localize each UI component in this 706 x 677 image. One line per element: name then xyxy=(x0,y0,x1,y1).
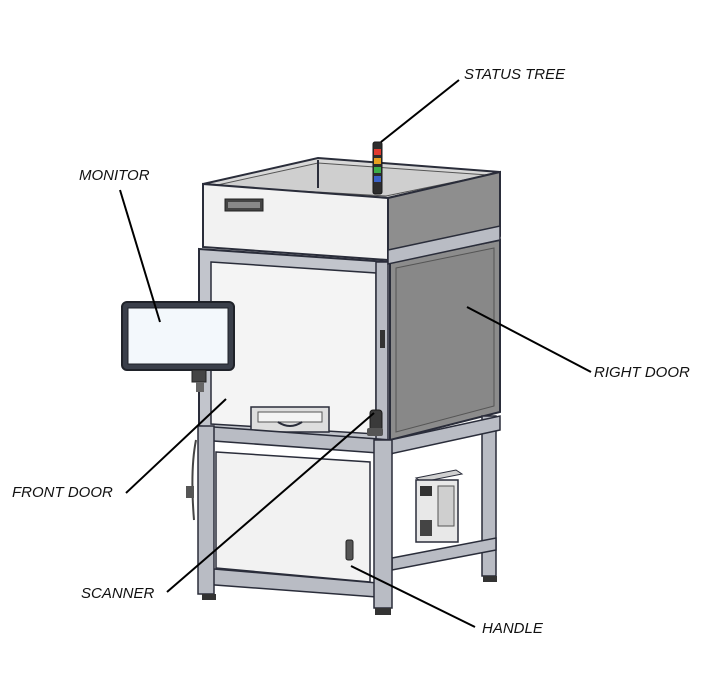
label-status-tree: STATUS TREE xyxy=(464,66,566,83)
label-right-door: RIGHT DOOR xyxy=(594,364,690,381)
label-scanner: SCANNER xyxy=(81,585,155,602)
leader-handle xyxy=(350,565,476,628)
leader-right-door xyxy=(466,306,592,373)
leader-status-tree xyxy=(380,79,460,143)
label-front-door: FRONT DOOR xyxy=(12,484,113,501)
status-light-green xyxy=(374,167,381,173)
upper-cabinet xyxy=(198,225,501,443)
leader-lines xyxy=(119,79,592,628)
lower-door-panel xyxy=(215,451,371,583)
status-light-blue xyxy=(374,176,381,182)
status-light-red xyxy=(374,149,381,155)
status-light-amber xyxy=(374,158,381,164)
monitor-screen xyxy=(127,307,229,365)
lower-frame xyxy=(186,415,501,615)
monitor-icon xyxy=(121,301,235,392)
handle-icon xyxy=(345,539,354,561)
pc-unit xyxy=(414,469,464,543)
leader-front-door xyxy=(125,398,227,494)
top-box-front xyxy=(202,182,389,262)
leader-scanner xyxy=(166,412,375,593)
foot xyxy=(483,576,497,582)
leader-monitor xyxy=(119,189,161,323)
scanner-icon xyxy=(367,409,383,436)
status-tree-icon xyxy=(372,141,383,195)
label-monitor: MONITOR xyxy=(79,167,150,184)
label-handle: HANDLE xyxy=(482,620,543,637)
foot xyxy=(375,608,391,615)
foot xyxy=(202,594,216,600)
